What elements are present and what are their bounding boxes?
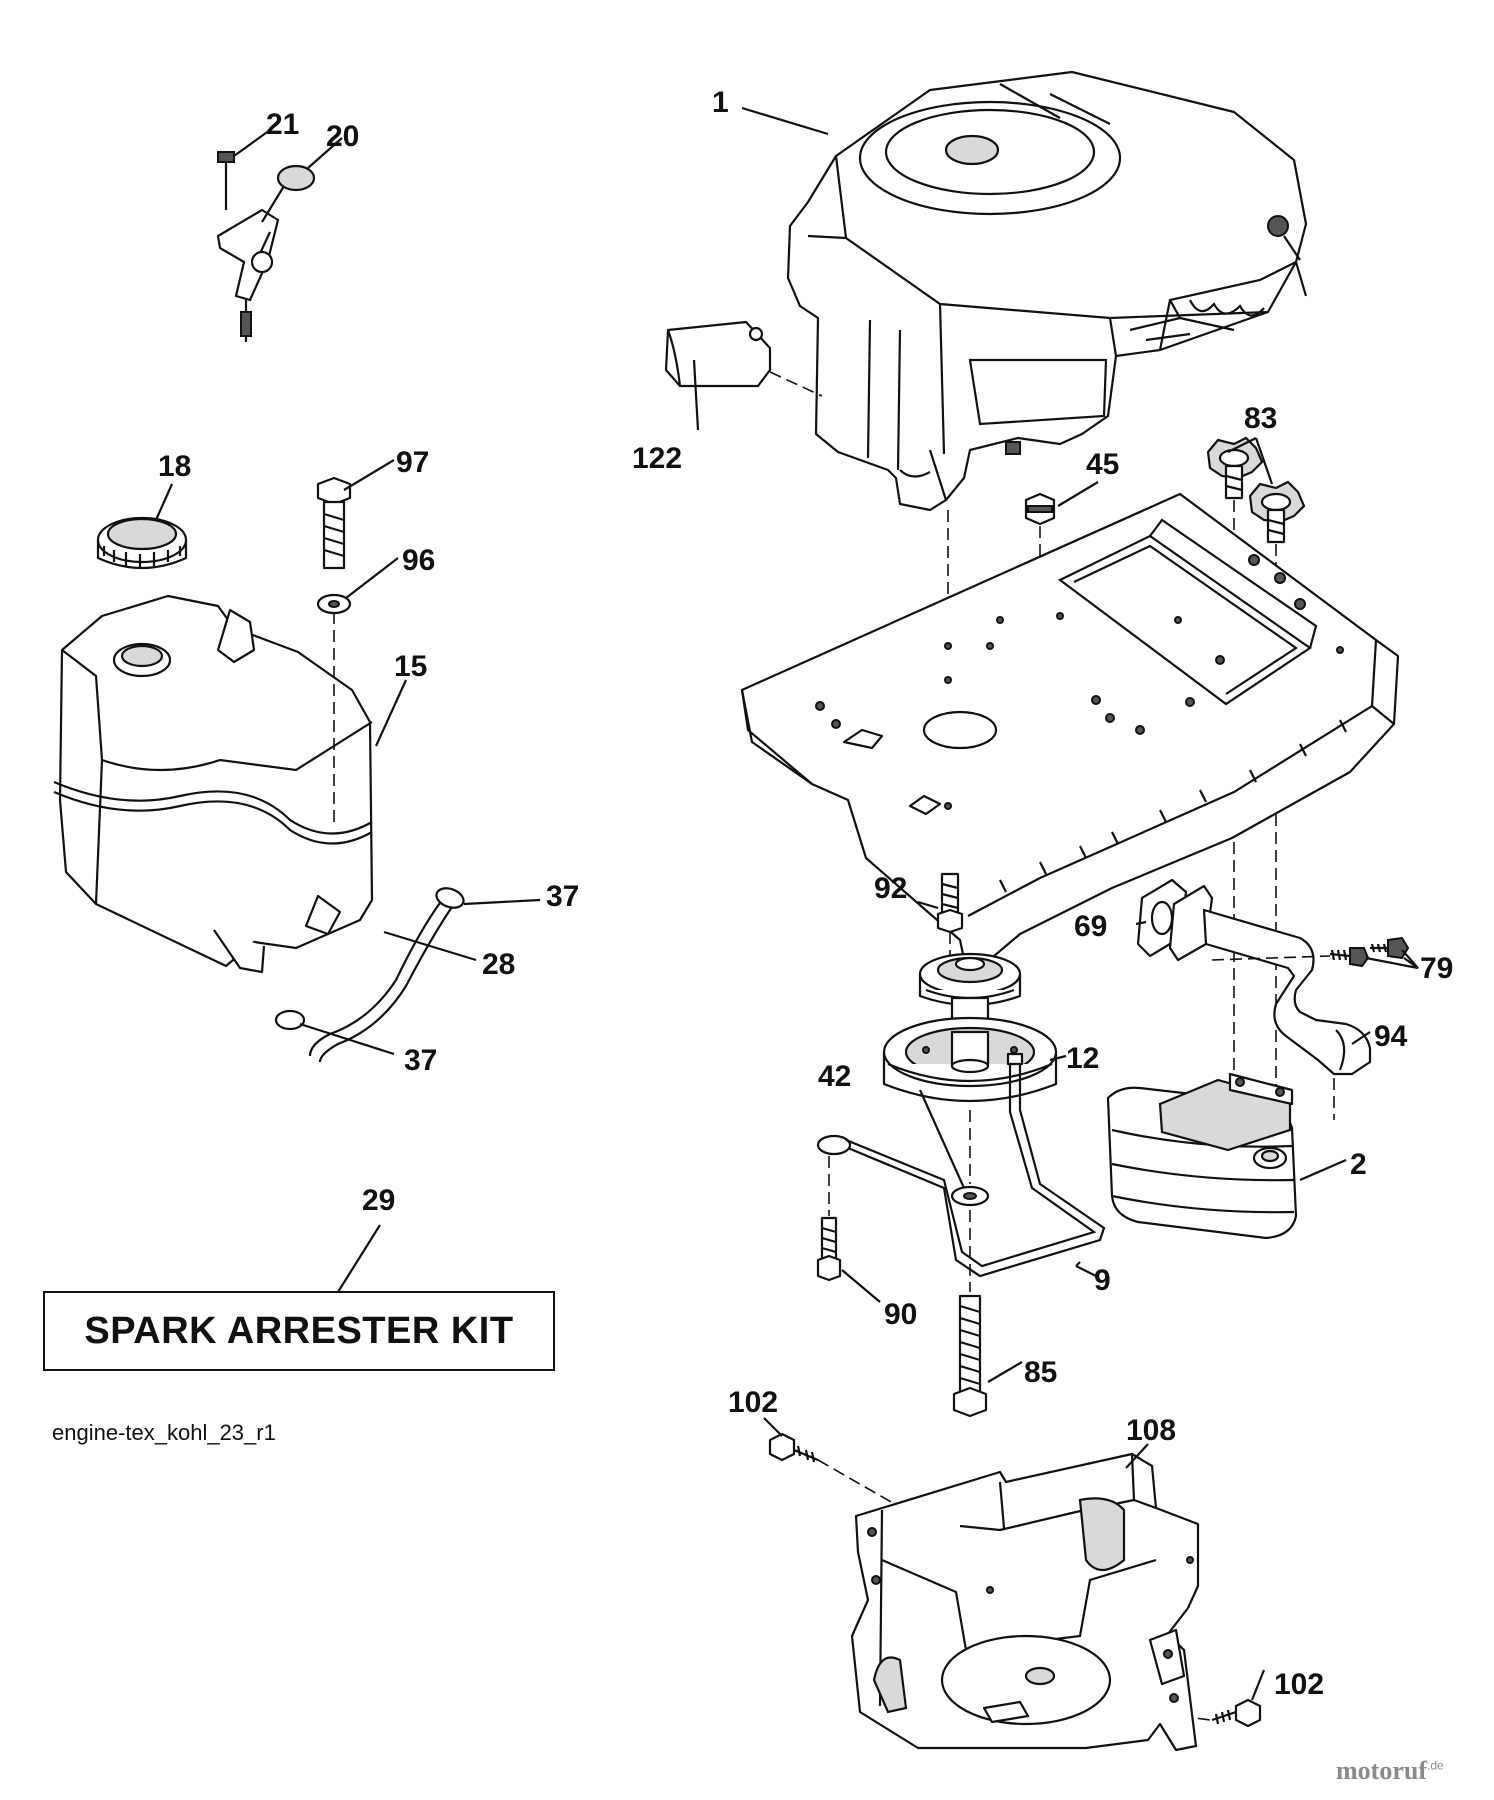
part-exhaust-pipe [1168,884,1372,1076]
callout-90: 90 [884,1298,917,1331]
part-hose-clamp-lower [274,1009,306,1031]
part-fuel-cap [96,516,188,570]
callout-labels: 1 2 9 12 15 18 20 21 28 29 37 37 42 45 6… [158,86,1453,1701]
drawing-reference: engine-tex_kohl_23_r1 [52,1420,276,1445]
watermark-suffix: .de [1426,1758,1444,1773]
part-muffler [1106,1072,1298,1240]
part-exhaust-screw-lower [1329,947,1370,968]
callout-69: 69 [1074,910,1107,943]
callout-37-upper: 37 [546,880,579,913]
part-frame [740,492,1400,980]
part-engine-label [664,320,772,388]
callout-9: 9 [1094,1264,1111,1297]
callout-94: 94 [1374,1020,1408,1053]
part-exhaust-screw-upper [1370,936,1410,960]
callout-12: 12 [1066,1042,1099,1075]
leader-lines [154,106,1419,1701]
part-belt-guide-bolt [816,1216,842,1282]
callout-28: 28 [482,948,515,981]
part-belt-guide [816,1052,1106,1278]
watermark-name: motoruf [1336,1756,1427,1785]
callout-79: 79 [1420,952,1453,985]
callout-18: 18 [158,450,191,483]
part-engine [786,70,1308,512]
callout-102-lower: 102 [1274,1668,1324,1701]
callout-45: 45 [1086,448,1119,481]
callout-20: 20 [326,120,359,153]
watermark: motoruf.de [1336,1756,1444,1786]
part-shield-screw-lower [1211,1698,1262,1728]
part-belt-shield [850,1452,1200,1752]
callout-85: 85 [1024,1356,1057,1389]
part-muffler-bolt-right [1248,480,1306,544]
part-muffler-bolt-left [1206,436,1264,500]
callout-15: 15 [394,650,427,683]
part-shield-screw-upper [768,1432,819,1463]
callout-108: 108 [1126,1414,1176,1447]
callout-29: 29 [362,1184,395,1217]
callout-122: 122 [632,442,682,475]
callout-97: 97 [396,446,429,479]
part-throttle-bracket [216,151,316,342]
callout-37-lower: 37 [404,1044,437,1077]
callout-1: 1 [712,86,729,119]
spark-arrester-kit-box: SPARK ARRESTER KIT [43,1291,555,1371]
callout-21: 21 [266,108,299,141]
part-tank-bolt [316,476,352,570]
part-nut [1024,492,1056,526]
part-long-bolt [952,1294,988,1418]
callout-42: 42 [818,1060,851,1093]
part-fuel-tank [53,594,374,974]
callout-83: 83 [1244,402,1277,435]
part-hose-clamp-upper [435,887,465,909]
part-pulley [882,952,1058,1103]
spark-arrester-kit-label: SPARK ARRESTER KIT [84,1309,514,1352]
part-belt-guide-washer [950,1185,990,1207]
part-pulley-bolt [936,872,964,934]
callout-102-upper: 102 [728,1386,778,1419]
part-fuel-line [308,899,455,1063]
part-washer [316,593,352,615]
callout-96: 96 [402,544,435,577]
callout-2: 2 [1350,1148,1367,1181]
callout-92: 92 [874,872,907,905]
